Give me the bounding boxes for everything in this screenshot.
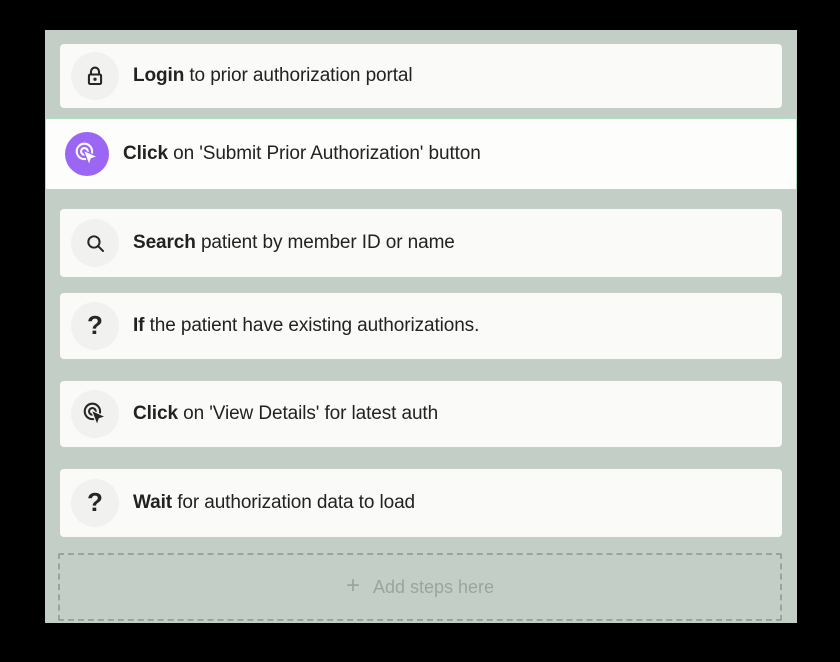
step-action: Search bbox=[133, 232, 196, 253]
add-steps-label: Add steps here bbox=[372, 576, 495, 597]
step-label: Click on 'Submit Prior Authorization' bu… bbox=[123, 143, 481, 165]
step-label: Wait for authorization data to load bbox=[133, 492, 415, 514]
workflow-step-click-view-details[interactable]: Click on 'View Details' for latest auth bbox=[60, 381, 782, 447]
step-label: Login to prior authorization portal bbox=[133, 65, 413, 87]
step-action: Click bbox=[123, 143, 168, 164]
step-label: Click on 'View Details' for latest auth bbox=[133, 403, 438, 425]
step-description: to prior authorization portal bbox=[184, 65, 413, 86]
workflow-step-login[interactable]: Login to prior authorization portal bbox=[60, 44, 782, 108]
step-action: Login bbox=[133, 65, 185, 86]
workflow-step-if-existing-auth[interactable]: ? If the patient have existing authoriza… bbox=[60, 293, 782, 359]
step-description: patient by member ID or name bbox=[195, 232, 455, 253]
step-description: the patient have existing authorizations… bbox=[144, 315, 480, 336]
workflow-step-search-patient[interactable]: Search patient by member ID or name bbox=[60, 209, 782, 277]
step-action: Click bbox=[133, 403, 178, 424]
step-description: on 'View Details' for latest auth bbox=[177, 403, 439, 424]
step-action: Wait bbox=[133, 492, 173, 513]
step-label: Search patient by member ID or name bbox=[133, 232, 455, 254]
plus-icon: + bbox=[345, 572, 360, 599]
click-icon bbox=[65, 132, 109, 176]
workflow-step-wait-data-load[interactable]: ? Wait for authorization data to load bbox=[60, 469, 782, 537]
click-icon bbox=[71, 390, 119, 438]
add-steps-dropzone[interactable]: + Add steps here bbox=[58, 553, 782, 621]
question-icon: ? bbox=[71, 479, 119, 527]
search-icon bbox=[71, 219, 119, 267]
lock-icon bbox=[71, 52, 119, 100]
workflow-step-click-submit[interactable]: Click on 'Submit Prior Authorization' bu… bbox=[45, 118, 797, 190]
step-action: If bbox=[133, 315, 145, 336]
workflow-canvas: Login to prior authorization portal Clic… bbox=[45, 30, 797, 623]
step-description: on 'Submit Prior Authorization' button bbox=[167, 143, 481, 164]
step-description: for authorization data to load bbox=[172, 492, 416, 513]
question-icon: ? bbox=[71, 302, 119, 350]
step-label: If the patient have existing authorizati… bbox=[133, 315, 479, 337]
